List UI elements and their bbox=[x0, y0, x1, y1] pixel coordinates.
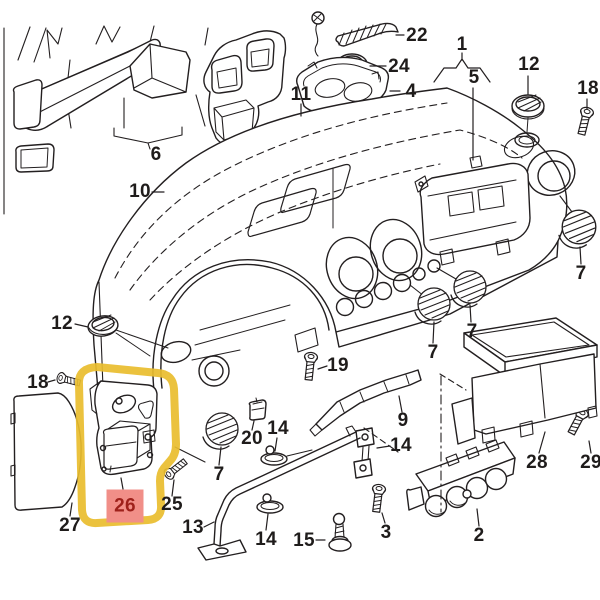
break-marks bbox=[3, 25, 209, 215]
center-duct-assembly bbox=[113, 30, 287, 150]
support-bracket-9 bbox=[309, 369, 422, 437]
part-label-7: 7 bbox=[427, 342, 439, 363]
part-label-7: 7 bbox=[575, 263, 587, 284]
airbag-module bbox=[414, 155, 531, 266]
bracket-14-right bbox=[353, 427, 375, 479]
part-label-12: 12 bbox=[51, 313, 73, 334]
part-label-2: 2 bbox=[473, 525, 485, 546]
part-label-14: 14 bbox=[390, 435, 412, 456]
cluster-bracket-26 bbox=[89, 380, 158, 476]
part-label-27: 27 bbox=[59, 515, 81, 536]
windshield-duct bbox=[12, 38, 191, 173]
part-label-20: 20 bbox=[241, 428, 263, 449]
part-label-7: 7 bbox=[466, 321, 478, 342]
storage-box-28 bbox=[451, 317, 598, 445]
part-label-19: 19 bbox=[327, 355, 349, 376]
dashboard-body bbox=[92, 87, 576, 392]
part-label-6: 6 bbox=[150, 144, 162, 165]
part-label-22: 22 bbox=[406, 25, 428, 46]
part-label-1: 1 bbox=[456, 34, 468, 55]
part-label-26-highlighted: 26 bbox=[106, 489, 144, 523]
part-label-25: 25 bbox=[161, 494, 183, 515]
part-label-14: 14 bbox=[267, 418, 289, 439]
alignment-lines bbox=[174, 373, 467, 513]
part-label-18: 18 bbox=[27, 372, 49, 393]
clip-14-upper bbox=[260, 445, 313, 466]
part-label-4: 4 bbox=[405, 81, 417, 102]
part-label-18: 18 bbox=[577, 78, 599, 99]
clip-14-lower bbox=[256, 493, 284, 514]
part-label-9: 9 bbox=[397, 410, 409, 431]
part-label-15: 15 bbox=[293, 530, 315, 551]
part-label-11: 11 bbox=[290, 84, 312, 105]
speaker-grille bbox=[311, 11, 399, 57]
screw-15-icon bbox=[328, 512, 352, 552]
cap-12-left bbox=[87, 314, 119, 337]
cap-12-right bbox=[511, 94, 545, 148]
clip-20 bbox=[248, 397, 267, 421]
part-label-10: 10 bbox=[129, 181, 151, 202]
part-label-14: 14 bbox=[255, 529, 277, 550]
part-label-13: 13 bbox=[182, 517, 204, 538]
part-label-28: 28 bbox=[526, 452, 548, 473]
support-rail-13 bbox=[197, 425, 361, 561]
leader-lines bbox=[47, 34, 592, 541]
highlight-outline-26 bbox=[74, 363, 180, 528]
part-label-29: 29 bbox=[580, 452, 600, 473]
part-label-3: 3 bbox=[380, 522, 392, 543]
part-label-5: 5 bbox=[468, 67, 480, 88]
part-label-7: 7 bbox=[213, 464, 225, 485]
part-label-12: 12 bbox=[518, 54, 540, 75]
part-label-24: 24 bbox=[388, 56, 410, 77]
